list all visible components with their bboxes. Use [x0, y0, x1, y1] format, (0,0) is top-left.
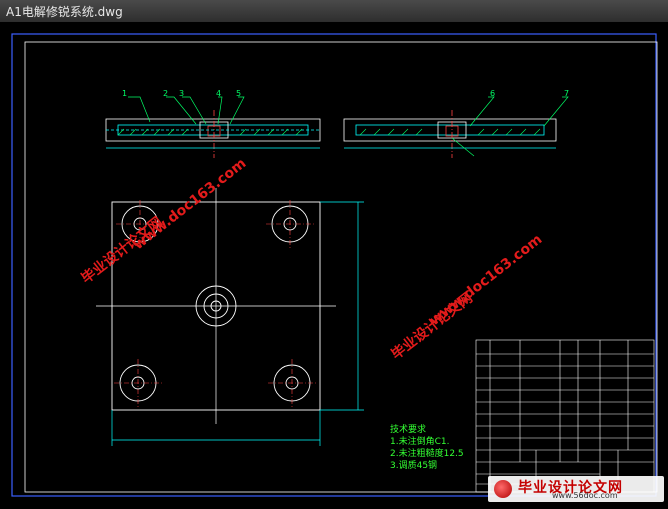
part-label-7: 7: [564, 89, 569, 98]
watermark-url-2: www.doc163.com: [427, 231, 546, 329]
part-label-6: 6: [490, 89, 495, 98]
watermark-url-1: www.doc163.com: [131, 155, 250, 253]
cad-drawing: 1 2 3 4 5 6 7: [11, 33, 658, 497]
title-block: [475, 339, 655, 493]
brand-name: 毕业设计论文网: [518, 480, 623, 496]
note-item-3: 3.调质45钢: [390, 461, 438, 471]
technical-notes: 技术要求 1.未注倒角C1. 2.未注粗糙度12.5 3.调质45钢: [390, 424, 464, 472]
brand-logo-icon: [494, 480, 512, 498]
window-title: A1电解修锐系统.dwg: [6, 5, 123, 19]
part-label-2: 2: [163, 89, 168, 98]
site-brand-badge: 毕业设计论文网 www.56doc.com: [488, 476, 664, 502]
watermark-layer: 毕业设计论文网 www.doc163.com 毕业设计论文网 www.doc16…: [78, 155, 546, 363]
part-label-5: 5: [236, 89, 241, 98]
drawing-canvas[interactable]: 1 2 3 4 5 6 7: [0, 22, 668, 505]
brand-url: www.56doc.com: [552, 491, 618, 500]
drawing-outer-frame: [11, 33, 657, 497]
note-item-1: 1.未注倒角C1.: [390, 437, 450, 447]
part-label-1: 1: [122, 89, 127, 98]
notes-heading: 技术要求: [390, 425, 427, 435]
section-view-left: [105, 110, 321, 158]
part-label-4: 4: [216, 89, 221, 98]
note-item-2: 2.未注粗糙度12.5: [390, 449, 464, 459]
leader-lines-left: [128, 96, 245, 125]
leader-lines-right: [451, 96, 569, 157]
plan-view: [96, 188, 364, 446]
section-view-right: [343, 110, 557, 158]
window-title-bar: A1电解修锐系统.dwg: [0, 0, 668, 23]
drawing-inner-border: [24, 41, 658, 493]
part-label-3: 3: [179, 89, 184, 98]
